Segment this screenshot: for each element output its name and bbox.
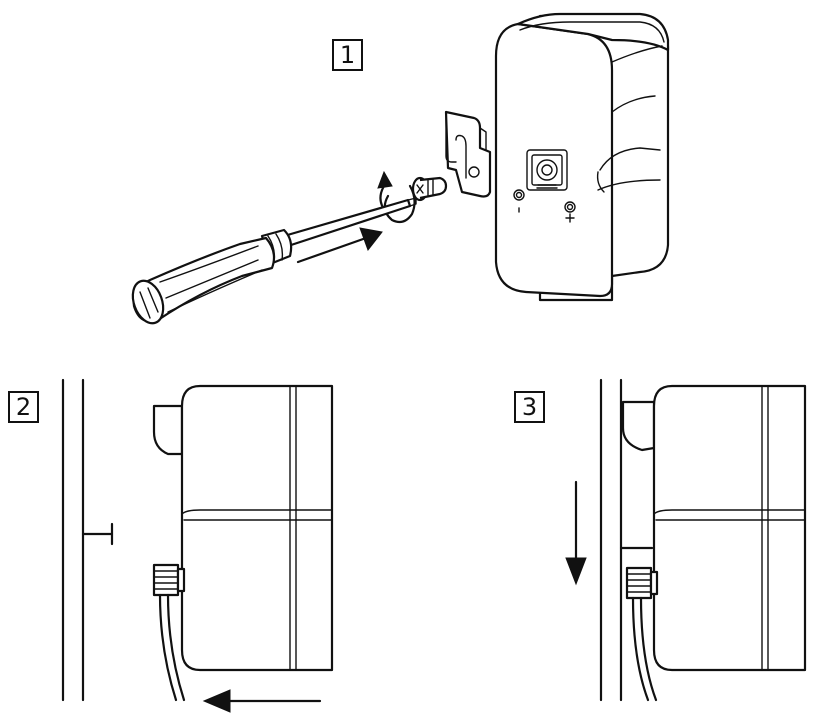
step-number-1: 1 [332,39,363,71]
arrow-down-icon [566,482,586,584]
wall-bracket-icon [446,112,490,197]
wall-section-2 [63,380,112,700]
step-number-2: 2 [8,391,39,423]
step-number-3: 3 [514,391,545,423]
device-housing-icon [496,14,668,300]
screw-icon [413,178,446,200]
device-side-view-2 [154,386,332,700]
screwdriver-icon [127,198,416,327]
device-side-view-3 [623,386,805,700]
arrow-left-icon [204,690,320,712]
